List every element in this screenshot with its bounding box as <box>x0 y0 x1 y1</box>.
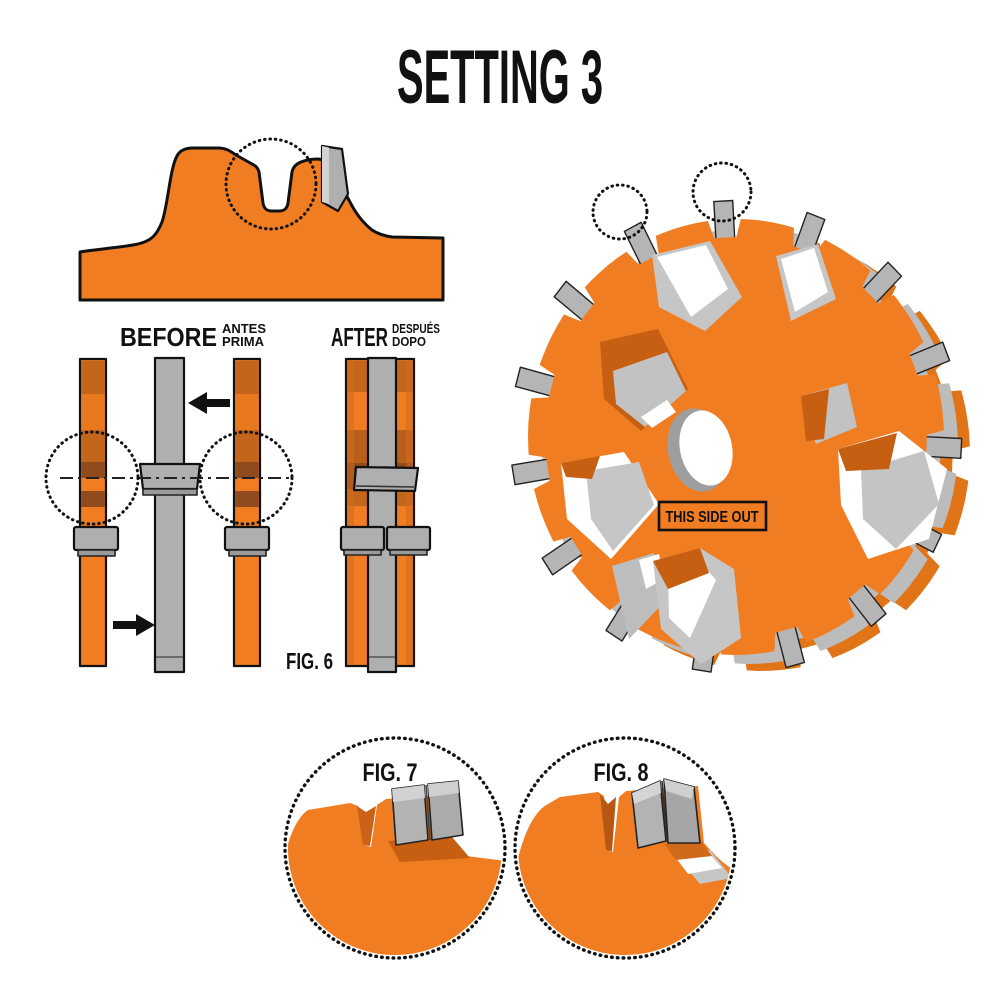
chip-limiter-facet <box>322 146 329 204</box>
window <box>861 451 939 549</box>
bar-edge-shade <box>406 361 413 664</box>
before-translation-prima: PRIMA <box>222 334 265 349</box>
fig8-block-gap <box>661 780 668 843</box>
wheel-front-plate <box>528 219 944 655</box>
before-label: BEFORE <box>120 322 217 352</box>
push-right-arrow <box>113 614 155 636</box>
tooth-highlight-circle-left <box>591 183 649 241</box>
before-translation-antes: ANTES <box>222 321 266 336</box>
figure8-detail: FIG. 8 <box>513 736 737 960</box>
stamp-box <box>657 500 768 532</box>
tooth-highlight-circle-right <box>691 161 753 223</box>
figure8-content <box>518 778 732 955</box>
figure6-label: FIG. 6 <box>286 648 333 674</box>
after-collar-line <box>355 485 415 488</box>
before-left-clamp-lip <box>77 549 116 557</box>
after-label: AFTER <box>331 322 388 352</box>
before-right-highlight-circle <box>198 430 294 526</box>
bar-edge-shade <box>347 361 354 664</box>
fig7-block-facet <box>428 781 459 797</box>
after-translation-despues: DESPUÉS <box>392 321 440 336</box>
wheel-windows <box>561 241 947 664</box>
window-shadow <box>561 456 600 479</box>
after-left-clamp-lip <box>343 549 382 556</box>
before-collar <box>138 462 202 491</box>
profile-body <box>78 146 445 302</box>
before-spacer-bar <box>153 356 186 674</box>
fig7-block-facet <box>392 785 425 802</box>
bore-hole <box>679 410 733 486</box>
notch-highlight-circle <box>224 137 318 231</box>
window-through <box>781 248 828 312</box>
fig8-block-facet <box>664 779 694 799</box>
after-assembly <box>339 356 432 674</box>
window-shadow <box>653 548 709 589</box>
fig7-block-gap <box>425 784 431 841</box>
window-through <box>657 245 728 317</box>
window <box>586 462 654 551</box>
figure7-label: FIG. 7 <box>363 759 418 787</box>
figure8-circle <box>513 736 737 960</box>
after-translation-dopo: DOPO <box>392 334 426 349</box>
before-right-clamp-lip <box>228 549 267 557</box>
window-shadow <box>838 433 897 471</box>
push-left-arrow <box>188 392 230 414</box>
alignment-diagram: BEFORE ANTES PRIMA AFTER DESPUÉS DOPO <box>44 321 440 674</box>
stamp-label: THIS SIDE OUT <box>666 509 759 526</box>
after-spacer-bar <box>366 356 398 674</box>
after-collar <box>352 465 420 493</box>
before-right-clamp <box>223 525 271 552</box>
before-left-highlight-circle <box>44 430 140 526</box>
after-left-clamp <box>339 525 386 552</box>
figure7-content <box>288 780 502 955</box>
after-right-clamp <box>385 525 432 552</box>
fig8-seat-shade <box>664 840 712 860</box>
carbide-teeth <box>511 199 963 673</box>
before-collar-lip <box>142 488 198 496</box>
before-left-clamp <box>72 525 120 552</box>
figure7-circle <box>283 736 507 960</box>
fig7-cutter-body <box>288 795 502 955</box>
fig7-notch-shadow <box>357 806 376 846</box>
before-left-knife-bar <box>78 357 108 668</box>
window-shadow <box>801 389 829 441</box>
figure7-detail: FIG. 7 <box>283 736 507 960</box>
before-right-knife-bar <box>232 357 262 668</box>
cutter-wheel: THIS SIDE OUT <box>511 161 970 673</box>
fig8-notch-shadow <box>600 794 616 851</box>
page-title: SETTING 3 <box>397 35 603 120</box>
after-right-clamp-lip <box>389 549 428 556</box>
fig8-block-facet <box>632 781 661 804</box>
window <box>613 352 686 427</box>
window-through <box>641 400 676 428</box>
cutter-profile-figure <box>78 137 445 302</box>
figure8-label: FIG. 8 <box>594 759 649 787</box>
